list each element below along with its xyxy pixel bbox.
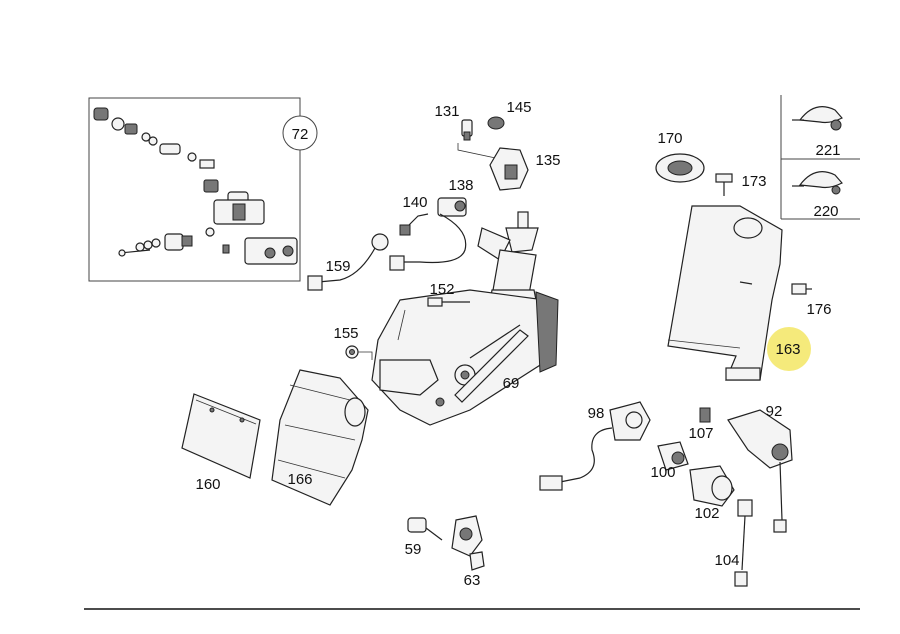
label-102: 102: [694, 505, 719, 522]
label-59: 59: [405, 541, 422, 558]
label-160: 160: [195, 476, 220, 493]
label-140: 140: [402, 194, 427, 211]
label-72: 72: [292, 126, 309, 143]
label-220: 220: [813, 203, 838, 220]
highlight-163: [767, 327, 811, 371]
label-145: 145: [506, 99, 531, 116]
label-166: 166: [287, 471, 312, 488]
part-group-131-145-135: 131 145 135: [434, 99, 561, 191]
label-100: 100: [650, 464, 675, 481]
label-138: 138: [448, 177, 473, 194]
label-63: 63: [464, 572, 481, 589]
cable-clip-221: [792, 106, 843, 131]
label-98: 98: [588, 405, 605, 422]
label-92: 92: [766, 403, 783, 420]
label-152: 152: [429, 281, 454, 298]
label-170: 170: [657, 130, 682, 147]
label-135: 135: [535, 152, 560, 169]
part-group-98-100: 98 100: [539, 401, 689, 491]
label-131: 131: [434, 103, 459, 120]
label-176: 176: [806, 301, 831, 318]
part-group-170-173: 170 173: [655, 130, 767, 196]
steering-column-assembly-69: 69: [371, 211, 559, 426]
label-155: 155: [333, 325, 358, 342]
label-104: 104: [714, 552, 739, 569]
inset-parts: [93, 107, 298, 265]
label-159: 159: [325, 258, 350, 275]
part-group-152-155: 152 155: [333, 281, 470, 360]
label-221: 221: [815, 142, 840, 159]
column-cover-166: 166: [271, 369, 369, 506]
inset-box-221-220: 221 220: [780, 95, 860, 220]
inset-box-72: 72: [88, 97, 318, 282]
label-107: 107: [688, 425, 713, 442]
cable-clip-220: [792, 171, 843, 195]
column-cover-163: 163 176: [667, 205, 832, 381]
part-group-138-140-159: 138 140 159: [307, 177, 474, 291]
cover-panel-160: 160: [181, 393, 261, 493]
part-group-102-104-107-92: 107 92 102 104: [688, 403, 793, 587]
part-group-59-63: 59 63: [405, 515, 485, 589]
label-163: 163: [775, 341, 800, 358]
label-69: 69: [503, 375, 520, 392]
label-173: 173: [741, 173, 766, 190]
